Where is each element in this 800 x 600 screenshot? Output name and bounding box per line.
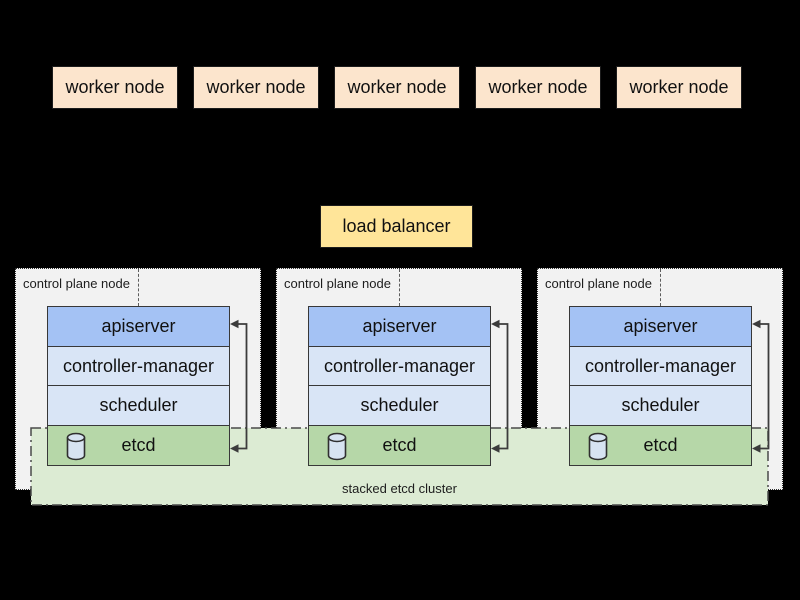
component-label: apiserver [101, 316, 176, 336]
component-label: apiserver [362, 316, 437, 336]
component-stack: apiserver controller-manager scheduler e… [47, 306, 230, 466]
component-label: etcd [643, 434, 678, 455]
component-label: scheduler [360, 395, 439, 415]
component-box-etcd: etcd [308, 424, 491, 466]
component-box-apiserver: apiserver [47, 306, 230, 347]
worker-node-box: worker node [193, 66, 319, 109]
component-label: etcd [382, 434, 417, 455]
component-stack: apiserver controller-manager scheduler e… [569, 306, 752, 466]
component-label: apiserver [623, 316, 698, 336]
database-cylinder-icon [66, 432, 86, 460]
stacked-etcd-cluster-label: stacked etcd cluster [342, 481, 457, 496]
load-balancer-label: load balancer [342, 216, 451, 236]
component-box-etcd: etcd [569, 424, 752, 466]
control-plane-node-box: control plane node apiserver controller-… [276, 268, 522, 490]
worker-node-box: worker node [52, 66, 178, 109]
component-label: controller-manager [584, 355, 737, 376]
component-label: scheduler [621, 395, 700, 415]
component-label: controller-manager [323, 355, 476, 376]
component-box-apiserver: apiserver [569, 306, 752, 347]
component-label: controller-manager [62, 355, 215, 376]
load-balancer-box: load balancer [320, 205, 473, 248]
database-cylinder-icon [588, 432, 608, 460]
control-plane-node-box: control plane node apiserver controller-… [15, 268, 261, 490]
worker-node-box: worker node [475, 66, 601, 109]
component-label: etcd [121, 434, 156, 455]
component-box-scheduler: scheduler [569, 385, 752, 426]
load-balancer-connector-line [660, 269, 661, 306]
component-stack: apiserver controller-manager scheduler e… [308, 306, 491, 466]
component-box-etcd: etcd [47, 424, 230, 466]
control-plane-node-box: control plane node apiserver controller-… [537, 268, 783, 490]
database-cylinder-icon [327, 432, 347, 460]
worker-node-label: worker node [347, 77, 447, 97]
component-box-controller-manager: controller-manager [569, 345, 752, 387]
worker-node-label: worker node [206, 77, 306, 97]
worker-node-label: worker node [65, 77, 165, 97]
control-plane-node-label: control plane node [23, 276, 130, 291]
component-box-scheduler: scheduler [47, 385, 230, 426]
worker-node-label: worker node [488, 77, 588, 97]
load-balancer-connector-line [399, 269, 400, 306]
component-label: scheduler [99, 395, 178, 415]
component-box-controller-manager: controller-manager [47, 345, 230, 387]
component-box-apiserver: apiserver [308, 306, 491, 347]
worker-node-box: worker node [334, 66, 460, 109]
load-balancer-connector-line [138, 269, 139, 306]
component-box-controller-manager: controller-manager [308, 345, 491, 387]
component-box-scheduler: scheduler [308, 385, 491, 426]
control-plane-node-label: control plane node [545, 276, 652, 291]
worker-node-box: worker node [616, 66, 742, 109]
worker-node-label: worker node [629, 77, 729, 97]
control-plane-node-label: control plane node [284, 276, 391, 291]
